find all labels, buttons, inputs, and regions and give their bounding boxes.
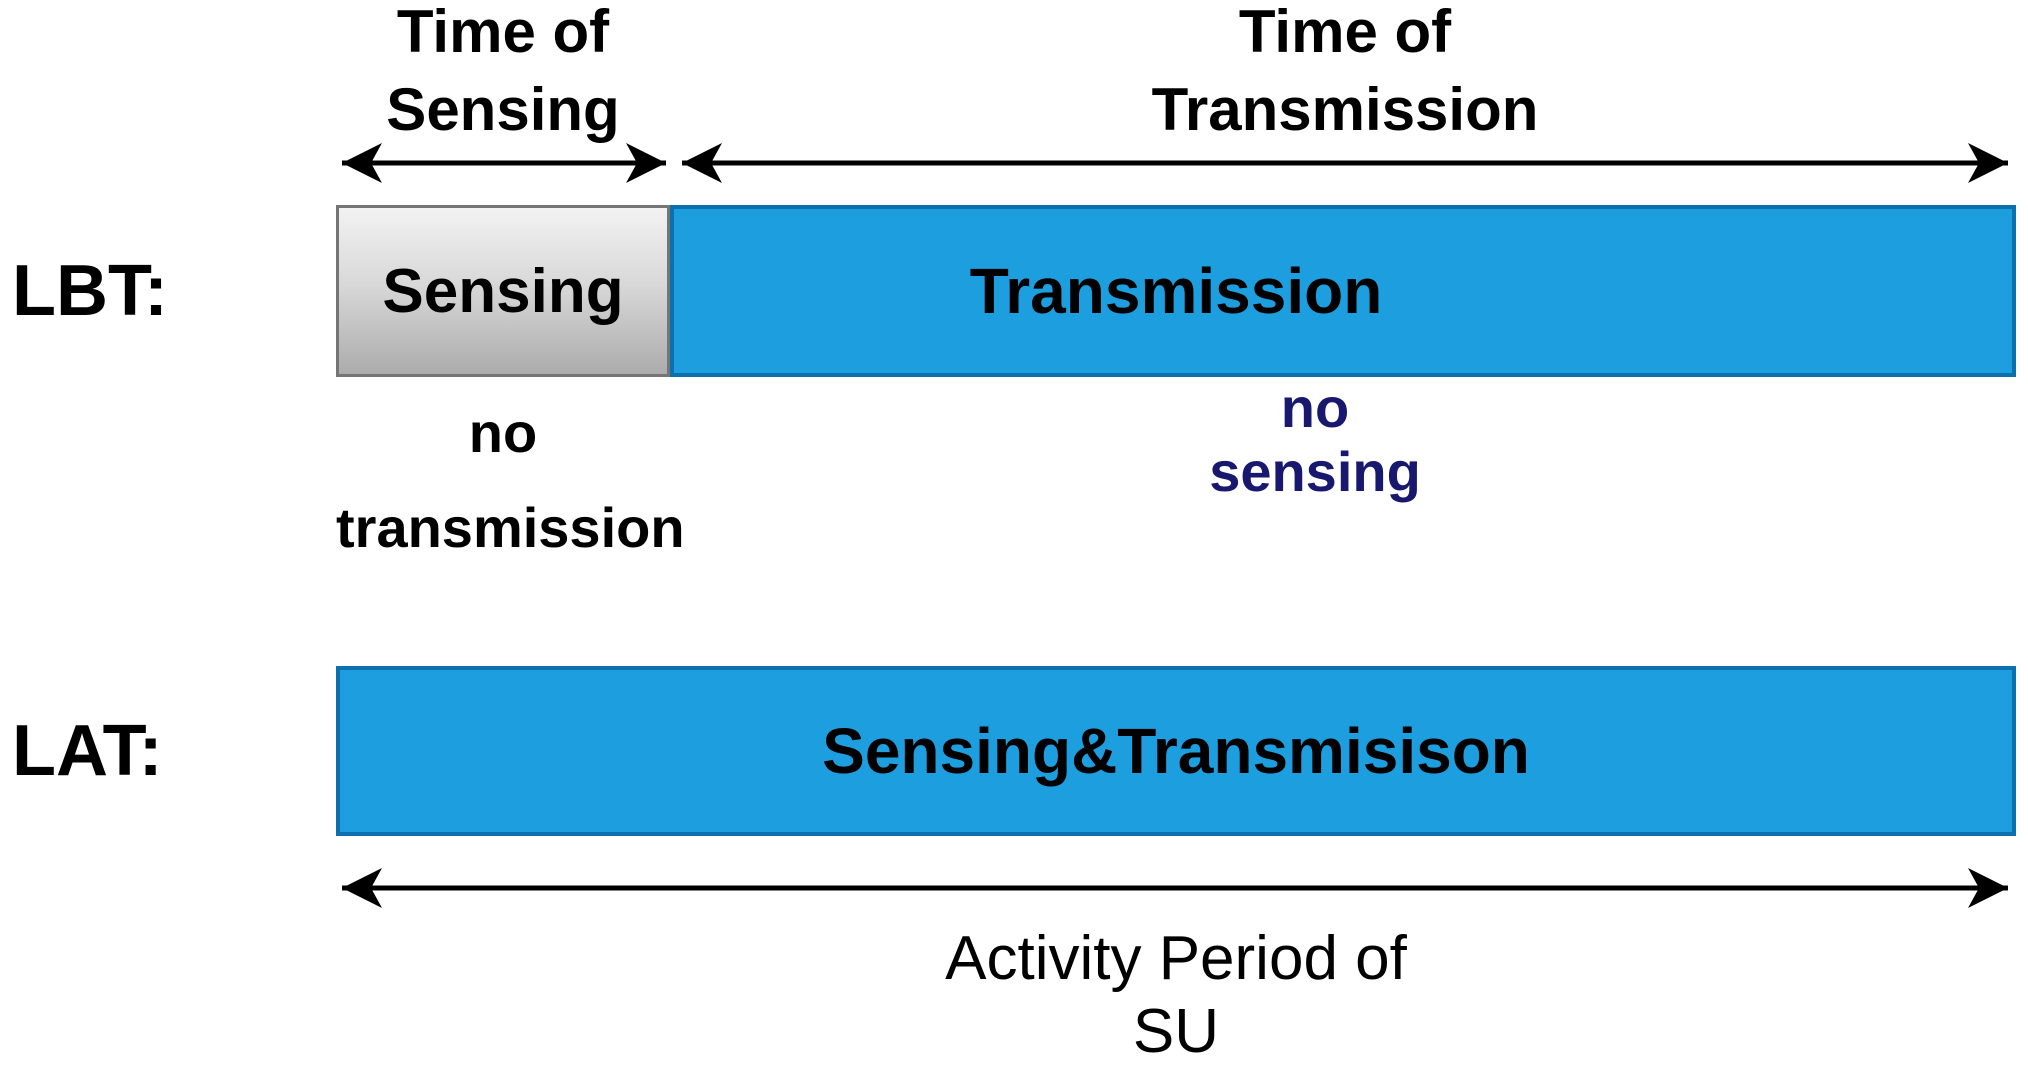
lat-sensing-transmission-box: Sensing&Transmisison [336, 666, 2016, 836]
time-of-sensing-label: Time of Sensing [386, 0, 620, 143]
lbt-sensing-box: Sensing [336, 205, 670, 377]
no-sensing-note: no sensing [1209, 376, 1421, 504]
lbt-sensing-box-label: Sensing [382, 256, 624, 326]
time-of-transmission-label: Time of Transmission [1151, 0, 1539, 143]
lbt-row-label: LBT: [12, 251, 168, 331]
lat-box-label: Sensing&Transmisison [822, 715, 1530, 787]
lat-row-label: LAT: [12, 711, 163, 791]
lbt-transmission-box [670, 205, 2016, 377]
no-transmission-note: no transmission [336, 401, 685, 560]
activity-period-label: Activity Period of SU [945, 924, 1407, 1067]
